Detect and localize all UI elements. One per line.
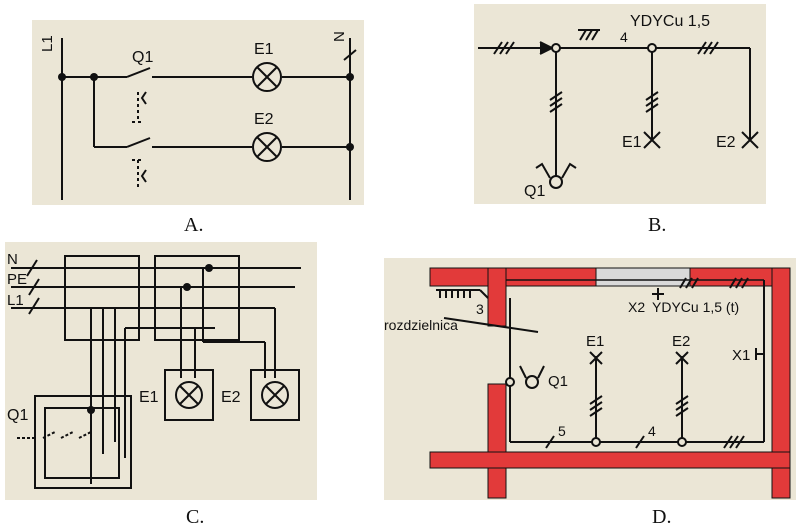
c-label-e2: E2 xyxy=(221,389,241,406)
d-board-hatch xyxy=(436,289,480,298)
d-label-board: rozdzielnica xyxy=(384,317,458,333)
caption-b: B. xyxy=(648,214,667,236)
b-node-2 xyxy=(647,43,657,53)
b-label-wire-count: 4 xyxy=(620,29,628,45)
d-wall-left-upper xyxy=(487,267,507,327)
a-junction-3 xyxy=(346,73,354,81)
a-junction-1 xyxy=(58,73,66,81)
c-junction-box-2 xyxy=(154,255,240,341)
diagram-a: L1 N Q1 E1 E2 xyxy=(32,20,364,205)
b-label-q1: Q1 xyxy=(524,183,545,200)
a-lamp-e2 xyxy=(252,132,282,162)
c-label-q1: Q1 xyxy=(7,407,28,424)
caption-c: C. xyxy=(186,506,205,528)
d-wall-right xyxy=(771,267,791,499)
b-q1-drop-ticks xyxy=(549,91,563,113)
b-node-1 xyxy=(551,43,561,53)
diagram-b-background xyxy=(474,4,766,204)
a-label-q1: Q1 xyxy=(132,49,153,66)
d-node-e2 xyxy=(677,437,687,447)
a-n-tick xyxy=(343,49,357,61)
a-label-n: N xyxy=(331,31,348,42)
d-label-wires-5: 5 xyxy=(558,423,566,439)
d-label-e2: E2 xyxy=(672,333,690,350)
d-wall-gap xyxy=(595,267,691,287)
b-e1-drop-ticks xyxy=(645,91,659,113)
d-label-x2: X2 xyxy=(628,299,645,315)
b-earth-ticks xyxy=(578,29,600,41)
diagram-d: rozdzielnica 3 X2 YDYCu 1,5 (t) Q1 E1 E2… xyxy=(384,258,796,500)
b-label-e2: E2 xyxy=(716,134,736,151)
d-x1-outlet xyxy=(755,348,764,360)
a-lamp-e1 xyxy=(252,62,282,92)
b-q1-switch xyxy=(549,175,563,189)
d-label-x1: X1 xyxy=(732,347,750,364)
a-switch-2-mech xyxy=(132,159,144,190)
caption-a: A. xyxy=(184,214,204,236)
d-bottom-ticks-4 xyxy=(635,435,645,449)
d-board-pointer xyxy=(443,317,539,333)
b-feed-ticks xyxy=(493,41,515,55)
a-label-e1: E1 xyxy=(254,41,274,58)
a-junction-2 xyxy=(90,73,98,81)
d-e1-fixture xyxy=(589,351,603,365)
d-label-e1: E1 xyxy=(586,333,604,350)
c-label-pe: PE xyxy=(7,271,27,288)
c-lamp-e1 xyxy=(175,381,203,409)
a-switch-1-blade xyxy=(126,67,151,78)
a-switch-1-mech xyxy=(132,92,144,123)
b-label-cable: YDYCu 1,5 xyxy=(630,13,710,30)
a-switch-2-actuator xyxy=(140,169,147,183)
d-top-ticks xyxy=(679,277,749,289)
c-junction-2 xyxy=(183,283,191,291)
c-l1-tick xyxy=(28,297,40,315)
d-q1-switch-arms xyxy=(519,365,545,379)
d-bottom-ticks-3 xyxy=(723,435,745,449)
d-e1-ticks xyxy=(589,395,603,417)
d-wall-top-left xyxy=(429,267,597,287)
d-q1-switch xyxy=(525,375,539,389)
d-label-cable: YDYCu 1,5 (t) xyxy=(652,299,739,315)
diagram-b: YDYCu 1,5 4 Q1 E1 E2 xyxy=(474,4,766,204)
d-node-q1 xyxy=(505,377,515,387)
b-q1-switch-arms xyxy=(535,162,577,179)
c-switch-q1-mech xyxy=(17,431,92,439)
c-pe-tick xyxy=(28,278,40,296)
c-n-tick xyxy=(26,259,38,277)
d-x2-outlet xyxy=(652,288,664,300)
b-label-e1: E1 xyxy=(622,134,642,151)
b-cable-ticks xyxy=(697,41,719,55)
c-switch-inner xyxy=(44,407,120,479)
b-e2-fixture xyxy=(741,131,759,149)
d-label-q1: Q1 xyxy=(548,373,568,390)
d-wall-bottom xyxy=(429,451,791,469)
c-label-l1: L1 xyxy=(7,292,24,309)
d-e2-ticks xyxy=(675,395,689,417)
c-junction-3 xyxy=(87,406,95,414)
c-junction-1 xyxy=(205,264,213,272)
a-label-l1: L1 xyxy=(39,35,56,52)
d-wall-left-lower xyxy=(487,383,507,499)
c-label-n: N xyxy=(7,251,18,268)
d-label-wires-4: 4 xyxy=(648,423,656,439)
d-bottom-ticks-5 xyxy=(545,435,555,449)
d-board-lead xyxy=(479,289,489,299)
c-switch-box xyxy=(34,395,132,489)
c-lamp-e2 xyxy=(261,381,289,409)
caption-d: D. xyxy=(652,506,672,528)
a-label-e2: E2 xyxy=(254,111,274,128)
diagram-a-background xyxy=(32,20,364,205)
diagram-c: N PE L1 Q1 E1 E2 xyxy=(5,242,317,500)
c-label-e1: E1 xyxy=(139,389,159,406)
c-lamp-box-e2 xyxy=(250,369,300,421)
a-switch-1-actuator xyxy=(140,91,147,105)
a-junction-4 xyxy=(346,143,354,151)
d-e2-fixture xyxy=(675,351,689,365)
d-node-e1 xyxy=(591,437,601,447)
b-e1-fixture xyxy=(643,131,661,149)
a-switch-2-blade xyxy=(126,137,151,148)
d-label-board-wires: 3 xyxy=(476,301,484,317)
c-lamp-box-e1 xyxy=(164,369,214,421)
